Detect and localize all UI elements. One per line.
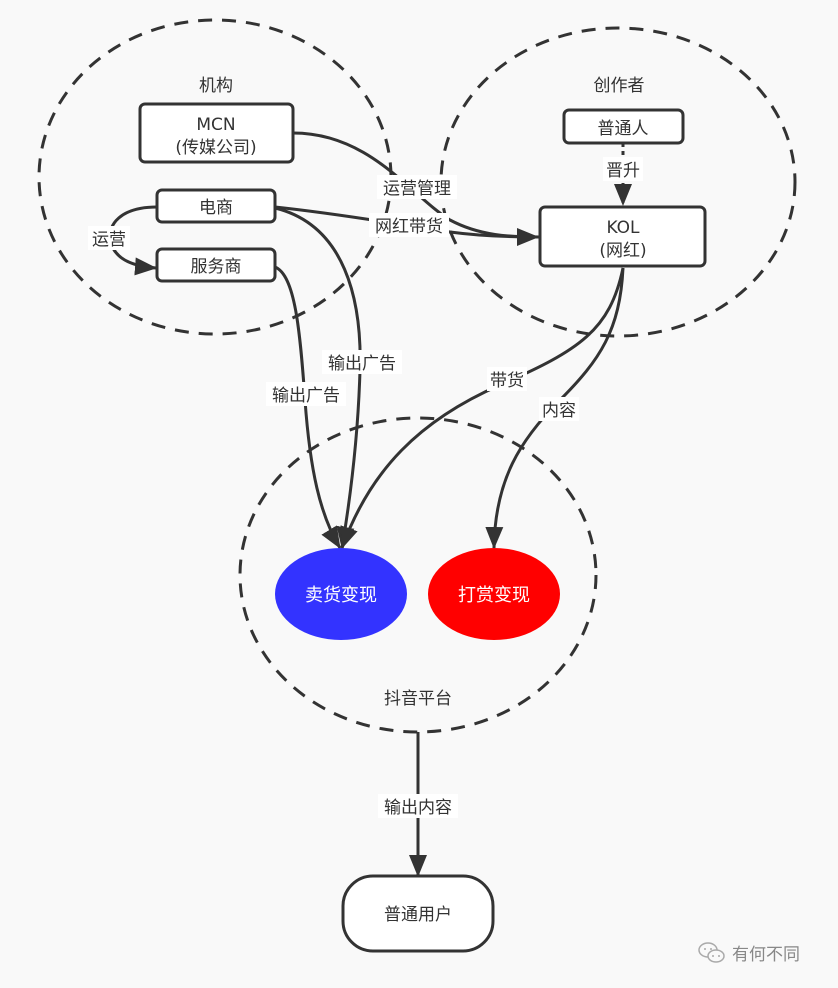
mcn-label-1: MCN — [196, 115, 235, 135]
wechat-icon — [698, 941, 725, 963]
edge-label-operate: 运营 — [88, 226, 130, 250]
svg-text:内容: 内容 — [542, 401, 576, 421]
edge-carry-goods — [340, 267, 625, 549]
node-ecommerce[interactable]: 电商 — [155, 188, 277, 224]
node-ordinary-person[interactable]: 普通人 — [562, 108, 685, 145]
svg-text:输出广告: 输出广告 — [272, 386, 340, 406]
svg-text:网红带货: 网红带货 — [375, 217, 443, 237]
edge-label-operation-management: 运营管理 — [377, 175, 457, 199]
edge-label-carry-goods: 带货 — [487, 367, 527, 391]
group-platform — [238, 416, 598, 734]
node-ordinary-users[interactable]: 普通用户 — [341, 874, 495, 953]
sales-monetization-label: 卖货变现 — [305, 585, 377, 606]
edge-label-output-ads-1: 输出广告 — [322, 350, 402, 374]
edge-label-promote: 晋升 — [603, 157, 643, 181]
tip-monetization-label: 打赏变现 — [458, 585, 530, 606]
service-provider-label: 服务商 — [191, 257, 242, 277]
watermark: 有何不同 — [698, 940, 800, 965]
ordinary-users-label: 普通用户 — [384, 905, 452, 925]
node-tip-monetization[interactable]: 打赏变现 — [428, 548, 560, 640]
group-creators-label: 创作者 — [594, 76, 645, 96]
group-creators — [439, 26, 797, 338]
edge-label-output-content: 输出内容 — [378, 794, 458, 818]
kol-label-1: KOL — [606, 218, 640, 238]
group-platform-label: 抖音平台 — [384, 689, 452, 709]
svg-text:晋升: 晋升 — [606, 161, 640, 181]
svg-text:运营: 运营 — [92, 230, 126, 250]
svg-text:运营管理: 运营管理 — [383, 179, 451, 199]
edge-label-influencer-sales: 网红带货 — [369, 213, 449, 237]
ordinary-person-label: 普通人 — [598, 119, 649, 139]
svg-text:输出广告: 输出广告 — [328, 354, 396, 374]
ecommerce-label: 电商 — [199, 198, 233, 218]
watermark-text: 有何不同 — [732, 945, 800, 965]
edge-label-content: 内容 — [539, 397, 579, 421]
kol-label-2: (网红) — [599, 241, 646, 261]
edge-output-ads-1 — [274, 206, 362, 549]
svg-text:带货: 带货 — [490, 371, 524, 391]
edge-label-output-ads-2: 输出广告 — [266, 382, 346, 406]
node-sales-monetization[interactable]: 卖货变现 — [275, 548, 407, 640]
group-institutions — [37, 18, 393, 336]
group-institutions-label: 机构 — [199, 76, 233, 96]
node-service-provider[interactable]: 服务商 — [155, 247, 277, 283]
node-kol[interactable]: KOL (网红) — [538, 205, 707, 268]
mcn-label-2: (传媒公司) — [175, 138, 256, 158]
node-mcn[interactable]: MCN (传媒公司) — [138, 102, 295, 164]
edge-output-ads-2 — [274, 265, 342, 549]
svg-text:输出内容: 输出内容 — [384, 798, 452, 818]
